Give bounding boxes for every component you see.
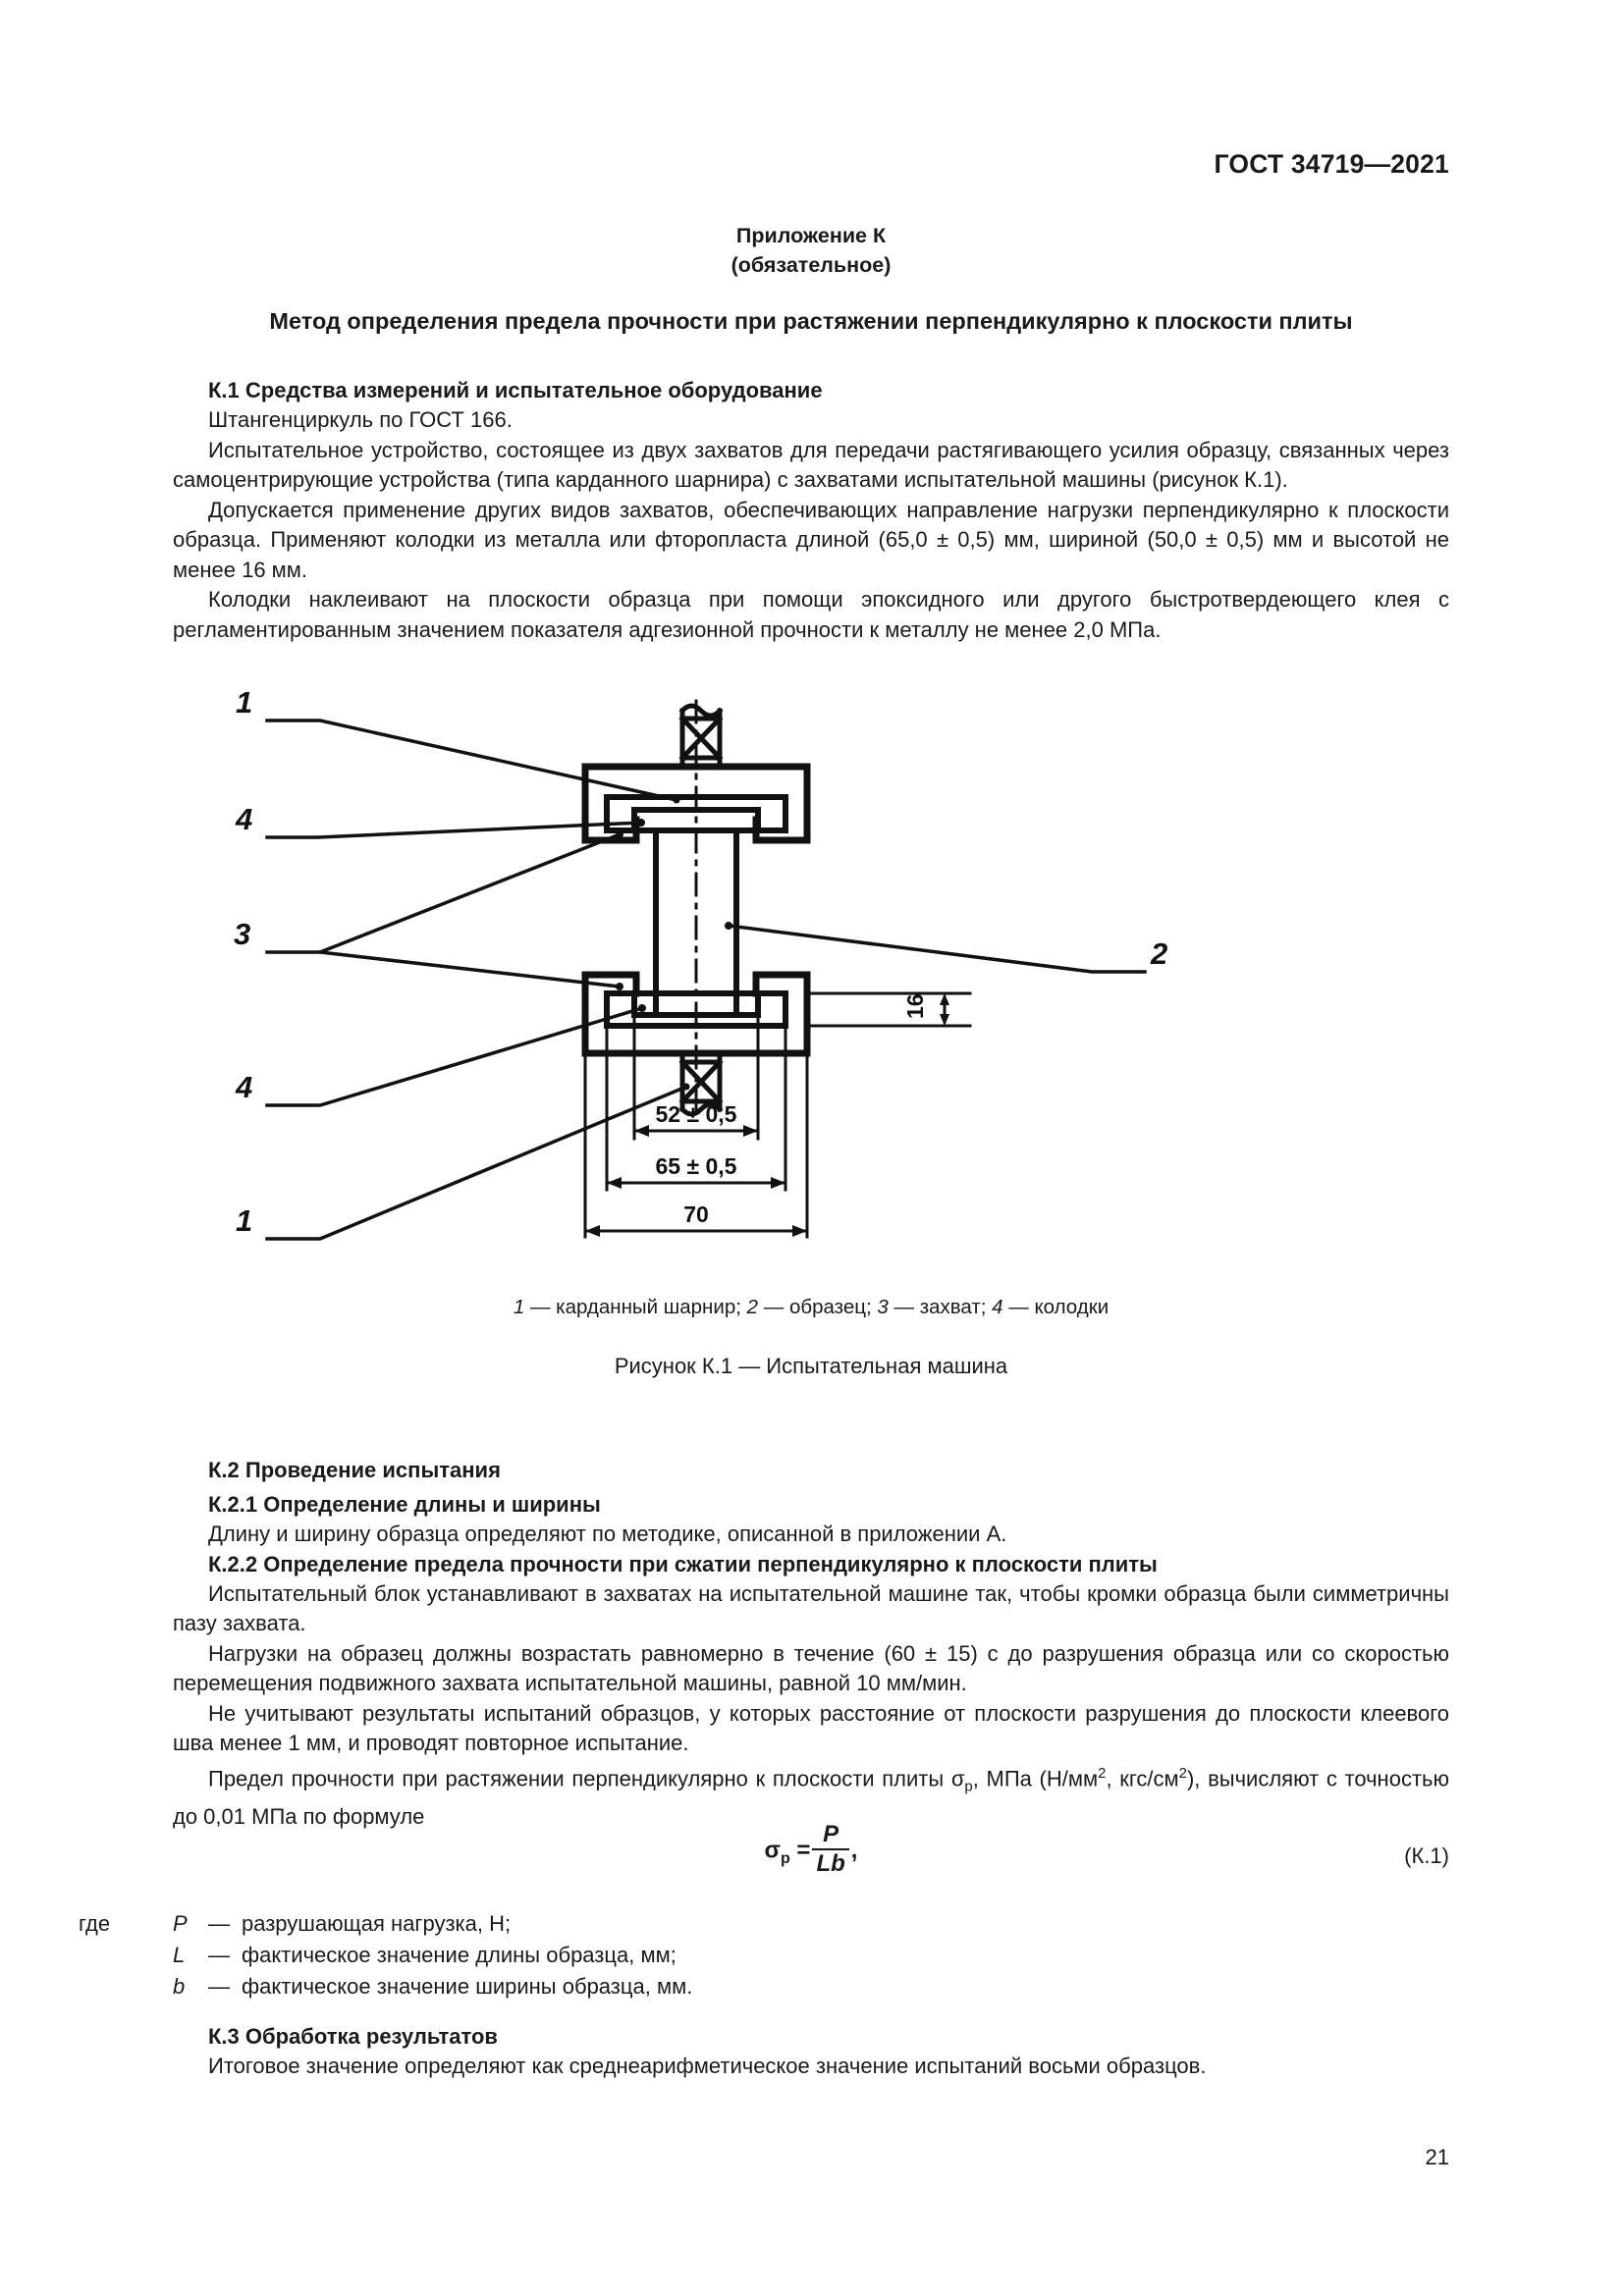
formula-number: (К.1) (1404, 1843, 1449, 1868)
k22-p4-part-c: , кгс/см (1106, 1765, 1179, 1790)
formula-sigma-subscript: р (780, 1850, 790, 1868)
k1-paragraph-2: Испытательное устройство, состоящее из д… (173, 437, 1449, 493)
variable-symbol-b: b (173, 1974, 186, 1999)
section-k21-heading: К.2.1 Определение длины и ширины (208, 1492, 601, 1517)
specimen (653, 828, 739, 1012)
dimension-16 (805, 991, 972, 1028)
dimension-label-52: 52 ± 0,5 (656, 1101, 737, 1127)
lower-grip (581, 971, 811, 1057)
upper-universal-joint (678, 703, 724, 770)
section-k3: К.3 Обработка результатов Итоговое значе… (173, 2022, 1449, 2082)
legend-num-2: 2 (746, 1296, 759, 1318)
callout-4-lower: 4 (235, 1070, 252, 1104)
callout-3: 3 (234, 917, 250, 951)
legend-num-1: 1 (513, 1296, 525, 1318)
callout-1-bottom: 1 (236, 1203, 252, 1238)
dimension-label-70: 70 (683, 1201, 709, 1227)
formula-fraction-bar (812, 1848, 849, 1850)
formula-variables-list: где P — разрушающая нагрузка, Н; L — фактичес… (79, 1908, 1449, 2002)
k22-p4-sup-2: 2 (1178, 1764, 1187, 1782)
variable-row-l: L — фактическое значение длины образца, мм… (79, 1940, 1449, 1971)
k22-p4-sigma-subscript: р (964, 1778, 973, 1795)
legend-num-4: 4 (992, 1296, 1003, 1318)
callout-4-upper: 4 (235, 802, 252, 836)
legend-sep-3: — (888, 1296, 920, 1318)
dimension-65 (605, 1177, 787, 1189)
test-machine-schematic: 1 4 3 4 1 2 16 52 ± 0,5 65 ± 0,5 70 (234, 685, 1167, 1241)
legend-text-3: захват (919, 1296, 981, 1318)
k1-paragraph-3: Допускается применение других видов захв… (173, 497, 1449, 582)
formula-fraction: P Lb (812, 1821, 849, 1877)
formula-sigma: σ (764, 1837, 781, 1864)
variable-row-p: где P — разрушающая нагрузка, Н; (79, 1908, 1449, 1940)
callout-2-specimen: 2 (1150, 936, 1167, 971)
variable-dash-p: — (208, 1911, 230, 1936)
k21-paragraph: Длину и ширину образца определяют по мет… (208, 1522, 1007, 1546)
k3-paragraph-1: Итоговое значение определяют как среднеа… (208, 2054, 1207, 2078)
leader-lines (265, 719, 1147, 1241)
legend-sep-4: — (1002, 1296, 1035, 1318)
figure-k1: 1 4 3 4 1 2 16 52 ± 0,5 65 ± 0,5 70 (173, 648, 1449, 1380)
variable-text-l: фактическое значение длины образца, мм; (242, 1943, 677, 1967)
section-k2-heading: К.2 Проведение испытания (208, 1458, 501, 1482)
formula-k1: σр = P Lb, (173, 1821, 1449, 1879)
variable-text-b: фактическое значение ширины образца, мм. (242, 1974, 693, 1999)
section-k1: К.1 Средства измерений и испытательное о… (173, 376, 1449, 645)
k1-paragraph-4: Колодки наклеивают на плоскости образца … (173, 587, 1449, 642)
legend-text-1: карданный шарнир (556, 1296, 736, 1318)
variable-dash-l: — (208, 1943, 230, 1967)
dimension-52 (632, 1125, 760, 1137)
formula-comma: , (850, 1837, 858, 1864)
section-k3-heading: К.3 Обработка результатов (208, 2024, 498, 2049)
formula-equals: = (796, 1837, 811, 1864)
k22-p4-sup-1: 2 (1098, 1764, 1107, 1782)
variable-symbol-p: P (173, 1911, 188, 1936)
legend-num-3: 3 (877, 1296, 889, 1318)
document-header-standard-number: ГОСТ 34719—2021 (1214, 149, 1449, 179)
k22-paragraph-2: Нагрузки на образец должны возрастать ра… (173, 1640, 1449, 1696)
dimension-label-16: 16 (902, 993, 928, 1019)
section-k2: К.2 Проведение испытания К.2.1 Определен… (173, 1456, 1449, 1832)
formula-k1-row: σр = P Lb, (К.1) (173, 1818, 1449, 1902)
legend-text-4: колодки (1034, 1296, 1110, 1318)
formula-expression: σр = P Lb, (764, 1821, 858, 1879)
section-k22-heading: К.2.2 Определение предела прочности при … (208, 1551, 1158, 1576)
k22-p4-part-a: Предел прочности при растяжении перпенди… (208, 1765, 965, 1790)
k1-paragraph-1: Штангенциркуль по ГОСТ 166. (208, 407, 513, 432)
k22-paragraph-4: Предел прочности при растяжении перпенди… (173, 1759, 1449, 1833)
dimension-extension-lines (583, 1013, 809, 1239)
dimension-70 (583, 1225, 809, 1237)
formula-denominator: Lb (816, 1850, 845, 1877)
legend-text-2: образец (788, 1296, 866, 1318)
legend-sep-2: — (758, 1296, 789, 1318)
variable-dash-b: — (208, 1974, 230, 1999)
variable-text-p: разрушающая нагрузка, Н; (242, 1911, 512, 1936)
annex-method-title: Метод определения предела прочности при … (269, 308, 1353, 334)
callout-1-top: 1 (236, 685, 252, 720)
k22-paragraph-3: Не учитывают результаты испытаний образц… (173, 1700, 1449, 1756)
figure-k1-drawing: 1 4 3 4 1 2 16 52 ± 0,5 65 ± 0,5 70 (173, 648, 1449, 1286)
annex-heading: Приложение К (обязательное) (173, 221, 1449, 280)
lower-universal-joint (678, 1050, 724, 1117)
annex-kind: (обязательное) (731, 253, 892, 277)
dimension-label-65: 65 ± 0,5 (656, 1153, 737, 1179)
variable-row-b: b — фактическое значение ширины образца, м… (79, 1971, 1449, 2002)
figure-k1-legend: 1 — карданный шарнир; 2 — образец; 3 — з… (513, 1296, 1110, 1318)
page-number: 21 (1425, 2145, 1449, 2169)
where-keyword: где (79, 1911, 111, 1936)
k22-p4-part-d: ), вычисляют с точностью до 0,01 МПа по … (173, 1765, 1449, 1829)
legend-sep-1: — (524, 1296, 557, 1318)
section-k1-heading: К.1 Средства измерений и испытательное о… (208, 378, 823, 402)
formula-numerator: P (823, 1821, 839, 1847)
k22-p4-part-b: , МПа (Н/мм (972, 1765, 1099, 1790)
variable-symbol-l: L (173, 1943, 186, 1967)
annex-title: Приложение К (735, 224, 887, 247)
k22-paragraph-1: Испытательный блок устанавливают в захва… (173, 1580, 1449, 1636)
figure-k1-caption: Рисунок К.1 — Испытательная машина (614, 1354, 1008, 1378)
